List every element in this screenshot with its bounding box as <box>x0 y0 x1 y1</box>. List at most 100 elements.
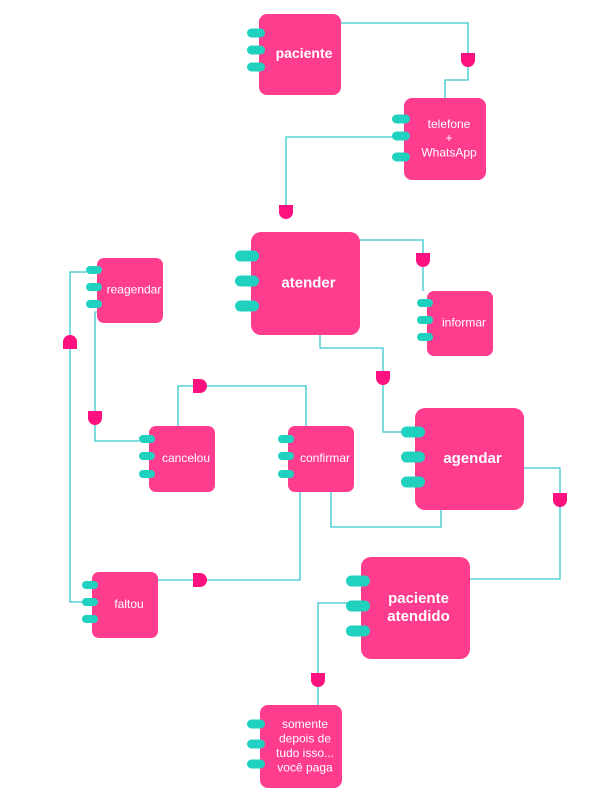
connector-line <box>69 342 82 603</box>
connector-line <box>177 385 200 426</box>
nodes: paciente telefone+WhatsApp atender informar… <box>82 14 524 788</box>
connector-lock-icon <box>279 205 293 219</box>
connector-pin-icon <box>247 719 265 729</box>
node-box <box>361 557 470 659</box>
connector-pin-icon <box>235 300 259 312</box>
connector-pin-icon <box>278 470 294 478</box>
node-box <box>415 408 524 510</box>
node-label-line: paciente <box>276 45 333 61</box>
node-label-line: tudo isso... <box>276 746 334 760</box>
node-box <box>149 426 215 492</box>
connector-lock-icon <box>416 253 430 267</box>
connector-lock-icon <box>553 493 567 507</box>
node-label-line: faltou <box>114 597 143 611</box>
node-confirmar[interactable]: confirmar <box>278 426 354 492</box>
connector-pin-icon <box>139 452 155 460</box>
connector-lock-icon <box>193 573 207 587</box>
node-label-line: + <box>445 131 452 145</box>
connector-pin-icon <box>86 283 102 291</box>
connector-lock-icon <box>461 53 475 67</box>
node-box <box>92 572 158 638</box>
connector-pin-icon <box>401 476 425 488</box>
node-label-line: reagendar <box>107 283 162 297</box>
connector-pin-icon <box>247 759 265 769</box>
node-label-line: cancelou <box>162 451 210 465</box>
connector-lock-icon <box>311 673 325 687</box>
connector-pin-icon <box>247 739 265 749</box>
connector-pin-icon <box>346 600 370 612</box>
connector-line <box>524 467 561 500</box>
node-reagendar[interactable]: reagendar <box>86 258 163 323</box>
connector-line <box>285 136 404 212</box>
connector-lock-icon <box>376 371 390 385</box>
node-label-line: telefone <box>428 117 471 131</box>
connector-pin-icon <box>139 435 155 443</box>
node-informar[interactable]: informar <box>417 291 493 356</box>
connector-pin-icon <box>346 575 370 587</box>
connector-line <box>94 418 139 442</box>
connector-pin-icon <box>86 300 102 308</box>
node-agendar[interactable]: agendar <box>401 408 524 510</box>
node-cancelou[interactable]: cancelou <box>139 426 215 492</box>
connector-line <box>200 492 301 581</box>
node-atender[interactable]: atender <box>235 232 360 335</box>
connector-lock-icon <box>88 411 102 425</box>
connector-pin-icon <box>247 62 265 72</box>
node-label-line: confirmar <box>300 451 350 465</box>
node-box <box>259 14 341 95</box>
node-box <box>427 291 493 356</box>
connector-pin-icon <box>417 316 433 324</box>
node-box <box>251 232 360 335</box>
connector-line <box>360 239 424 260</box>
node-label-line: atender <box>281 274 335 291</box>
connector-pin-icon <box>82 615 98 623</box>
node-label-line: agendar <box>443 450 502 467</box>
connector-line <box>444 60 469 98</box>
node-label-line: depois de <box>279 731 331 745</box>
node-label-line: WhatsApp <box>421 146 477 160</box>
connector-line <box>382 378 401 433</box>
connector-pin-icon <box>235 250 259 262</box>
connector-pin-icon <box>247 45 265 55</box>
connector-pin-icon <box>417 333 433 341</box>
node-label-line: informar <box>442 316 486 330</box>
node-label-line: atendido <box>387 608 450 625</box>
connector-line <box>200 385 307 426</box>
connector-pin-icon <box>392 131 410 141</box>
connector-pin-icon <box>139 470 155 478</box>
connector-line <box>470 500 561 580</box>
node-label-line: somente <box>282 717 328 731</box>
connector-pin-icon <box>82 581 98 589</box>
connector-pin-icon <box>401 426 425 438</box>
connector-line <box>319 335 384 378</box>
node-telefone[interactable]: telefone+WhatsApp <box>392 98 486 180</box>
connector-pin-icon <box>346 625 370 637</box>
connector-pin-icon <box>278 452 294 460</box>
connector-lock-icon <box>63 335 77 349</box>
connector-lines <box>69 22 561 705</box>
node-faltou[interactable]: faltou <box>82 572 158 638</box>
connector-pin-icon <box>247 28 265 38</box>
connector-line <box>317 602 361 680</box>
connector-lock-icon <box>193 379 207 393</box>
node-box <box>97 258 163 323</box>
node-box <box>404 98 486 180</box>
connector-pin-icon <box>86 266 102 274</box>
connector-line <box>69 271 86 342</box>
connector-line <box>341 22 469 60</box>
node-label-line: paciente <box>388 590 449 607</box>
connector-pin-icon <box>392 152 410 162</box>
node-label-line: você paga <box>277 760 333 774</box>
connector-pin-icon <box>82 598 98 606</box>
connector-line <box>330 491 442 528</box>
connector-pin-icon <box>392 114 410 124</box>
connector-pin-icon <box>401 451 425 463</box>
node-paciente[interactable]: paciente <box>247 14 341 95</box>
connector-pin-icon <box>278 435 294 443</box>
node-box <box>260 705 342 788</box>
connector-pin-icon <box>417 299 433 307</box>
connector-pin-icon <box>235 275 259 287</box>
